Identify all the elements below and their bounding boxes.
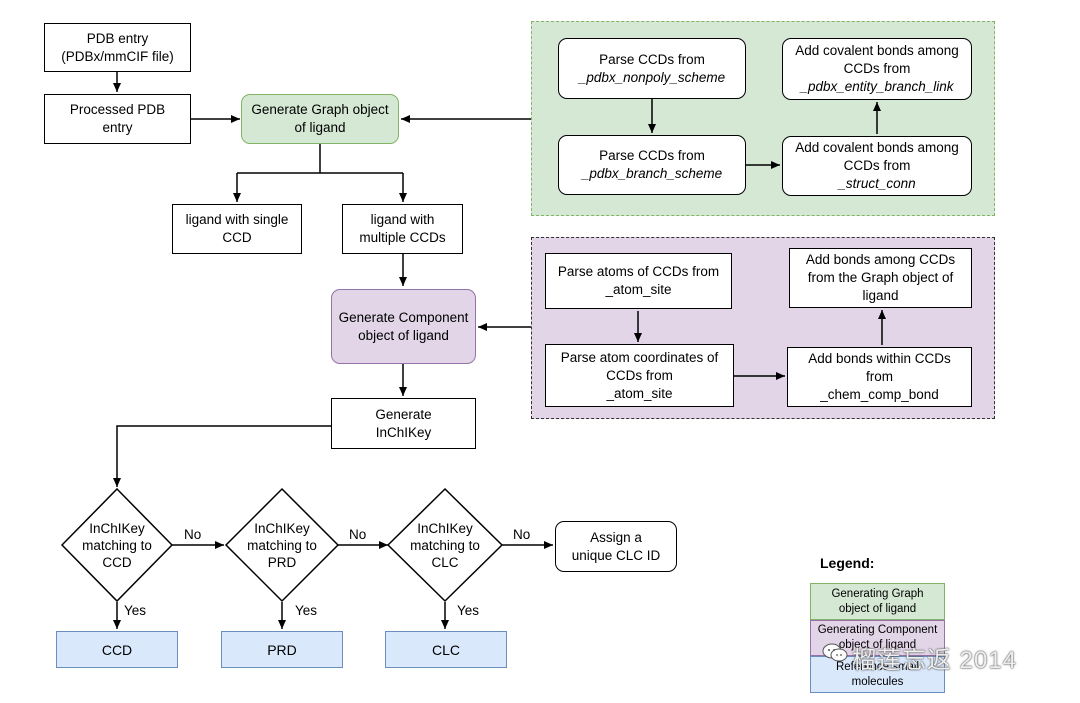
assign-clc-id-node: Assign a unique CLC ID: [555, 521, 677, 572]
wechat-icon: [822, 643, 848, 662]
parse-branch-scheme-node: Parse CCDs from _pdbx_branch_scheme: [558, 135, 746, 195]
parse-coords-node: Parse atom coordinates of CCDs from _ato…: [545, 344, 734, 407]
edge-label-yes-2: Yes: [295, 603, 318, 618]
edge-label-no-1: No: [184, 527, 202, 542]
processed-pdb-node: Processed PDB entry: [44, 94, 191, 144]
bonds-among-ccds-node: Add bonds among CCDs from the Graph obje…: [789, 248, 972, 308]
result-prd: PRD: [221, 631, 343, 668]
branch-link-line1: Add covalent bonds among: [795, 43, 959, 58]
decision-clc-label: InChIKey matching to CLC: [410, 520, 480, 570]
bonds-within-ccds-node: Add bonds within CCDs from _chem_comp_bo…: [787, 347, 972, 407]
parse-atoms-node: Parse atoms of CCDs from _atom_site: [545, 253, 732, 309]
edge-label-yes-1: Yes: [124, 603, 147, 618]
legend-item-graph: Generating Graph object of ligand: [810, 583, 945, 620]
edge-inchikey-to-d-ccd: [113, 425, 331, 487]
parse-nonpoly-scheme-node: Parse CCDs from _pdbx_nonpoly_scheme: [558, 38, 746, 99]
parse-nonpoly-line1: Parse CCDs from: [599, 51, 705, 67]
edge-graph-split: [237, 144, 403, 174]
edge-label-no-2: No: [349, 527, 367, 542]
legend-title: Legend:: [820, 555, 875, 571]
result-clc: CLC: [385, 631, 507, 668]
watermark-text: 榴莲忘返 2014: [852, 647, 1018, 674]
branch-link-line2: CCDs from: [843, 61, 911, 76]
legend-item-component: Generating Component object of ligand: [810, 620, 945, 656]
decision-prd-label: InChIKey matching to PRD: [247, 520, 317, 570]
edge-label-yes-3: Yes: [457, 603, 480, 618]
struct-conn-line3: _struct_conn: [838, 176, 916, 191]
edge-label-no-3: No: [513, 527, 531, 542]
result-ccd: CCD: [56, 631, 178, 668]
ligand-multiple-ccds-node: ligand with multiple CCDs: [342, 204, 463, 254]
parse-branch-line1: Parse CCDs from: [599, 148, 705, 163]
parse-nonpoly-line2: _pdbx_nonpoly_scheme: [578, 69, 726, 85]
struct-conn-line1: Add covalent bonds among: [795, 140, 959, 155]
parse-branch-line2: _pdbx_branch_scheme: [581, 166, 723, 181]
legend-item-reference: Reference small molecules: [810, 656, 945, 693]
struct-conn-line2: CCDs from: [843, 158, 911, 173]
pdb-entry-node: PDB entry (PDBx/mmCIF file): [44, 23, 191, 72]
generate-graph-node: Generate Graph object of ligand: [241, 94, 399, 144]
ligand-single-ccd-node: ligand with single CCD: [172, 204, 302, 254]
generate-component-node: Generate Component object of ligand: [331, 289, 476, 364]
branch-link-line3: _pdbx_entity_branch_link: [800, 79, 954, 94]
generate-inchikey-node: Generate InChIKey: [331, 398, 476, 449]
decision-ccd-label: InChIKey matching to CCD: [82, 520, 152, 570]
